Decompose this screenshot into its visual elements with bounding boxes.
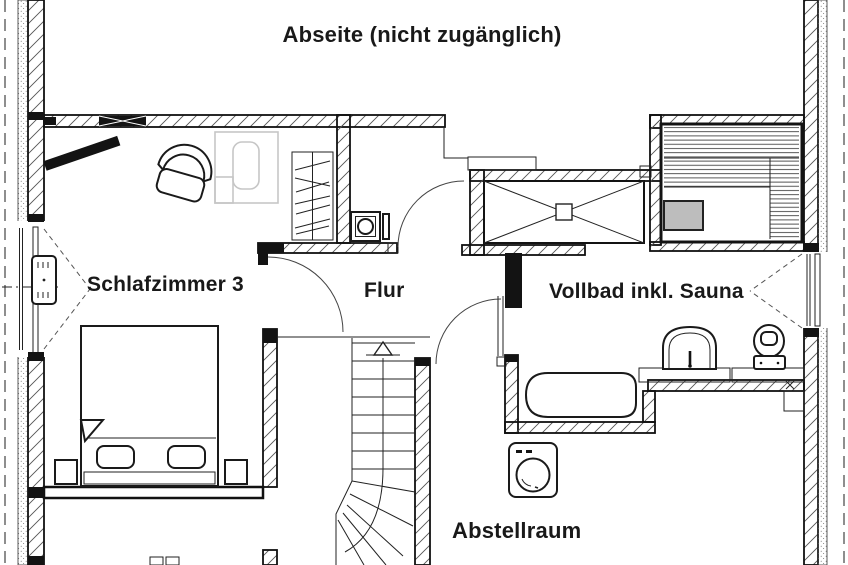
sauna-bench-mid — [664, 158, 799, 187]
flur-door-swing — [397, 180, 465, 248]
stair-walk-line — [344, 358, 384, 553]
armchair-icon — [155, 143, 213, 203]
shower-icon — [467, 156, 645, 244]
bathtub-icon — [524, 372, 637, 418]
wardrobe-icon — [291, 151, 334, 241]
duct-chimney-icon — [505, 253, 522, 308]
toilet-icon — [753, 324, 786, 370]
washbasin-icon — [662, 325, 717, 370]
washing-machine-icon — [508, 442, 558, 498]
appliance-icon — [350, 211, 390, 242]
room-label-flur: Flur — [364, 279, 405, 302]
bottom-window-marks — [149, 556, 180, 565]
sauna-bench-top — [664, 127, 799, 158]
stair-up-arrow-icon — [372, 340, 394, 356]
pillow-icon — [167, 445, 206, 469]
room-label-abstellraum: Abstellraum — [452, 518, 582, 543]
sauna-bench-side — [770, 187, 799, 239]
pillow-icon — [96, 445, 135, 469]
nightstand-icons — [54, 459, 248, 485]
ghost-desk-and-chair-icon — [214, 131, 279, 204]
door-swings — [267, 180, 504, 365]
bath-door-swing — [435, 298, 502, 365]
diagonal-beam-icon — [43, 135, 121, 171]
sauna-icon — [659, 122, 804, 244]
bath-window — [749, 243, 830, 337]
radiator-icon — [31, 255, 57, 305]
wall-caps-and-beams — [28, 112, 518, 565]
room-label-abseite: Abseite (nicht zugänglich) — [282, 22, 562, 47]
double-bed-icon — [79, 325, 219, 487]
bedroom-door-swing — [267, 256, 344, 333]
staircase — [277, 336, 430, 565]
room-label-vollbad: Vollbad inkl. Sauna — [549, 280, 744, 303]
floor-drain-icon — [555, 203, 573, 221]
sauna-heater-icon — [663, 200, 704, 231]
room-label-schlafzimmer3: Schlafzimmer 3 — [87, 273, 244, 296]
